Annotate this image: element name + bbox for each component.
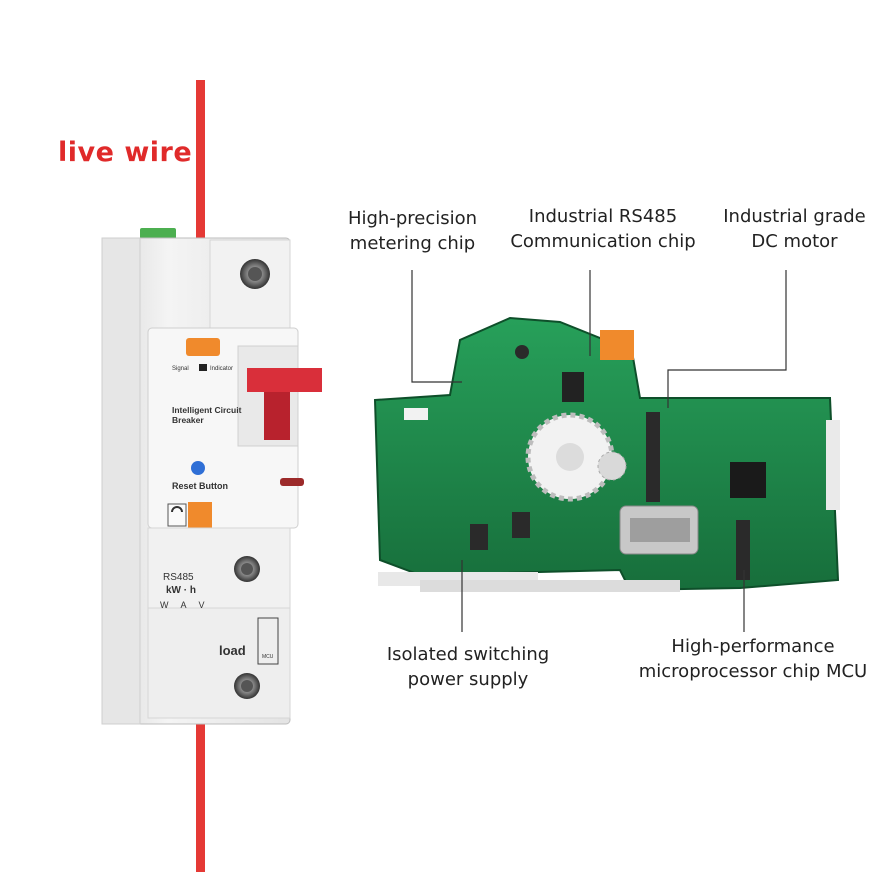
pcb-board [373,316,840,592]
leader-motor [667,270,787,408]
mcu-chip [730,462,766,498]
callout-rs485-chip: Industrial RS485 Communication chip [510,206,696,252]
circuit-breaker [101,228,322,725]
kwh-label: kW · h [166,585,196,596]
signal-label: Signal [172,366,189,372]
reset-button-label: Reset Button [172,481,228,491]
mcu-label: MCU [262,654,274,660]
signal-button [186,338,220,356]
callout-power-supply: Isolated switching power supply [386,644,550,690]
callout-metering-chip: High-precision metering chip [347,208,478,254]
callout-dc-motor: Industrial grade DC motor [723,206,866,252]
live-wire-label: live wire [58,137,193,168]
reset-button [191,461,205,475]
wav-label: W A V [160,600,210,610]
callout-mcu: High-performance microprocessor chip MCU [638,636,868,682]
load-label: load [219,643,246,658]
leader-metering [411,270,462,383]
rs485-label: RS485 [163,572,194,583]
leader-lines [411,270,787,632]
breaker-brand-label: Intelligent Circuit Breaker [172,405,242,425]
lock-tab [188,502,212,530]
indicator-label: Indicator [210,366,234,372]
